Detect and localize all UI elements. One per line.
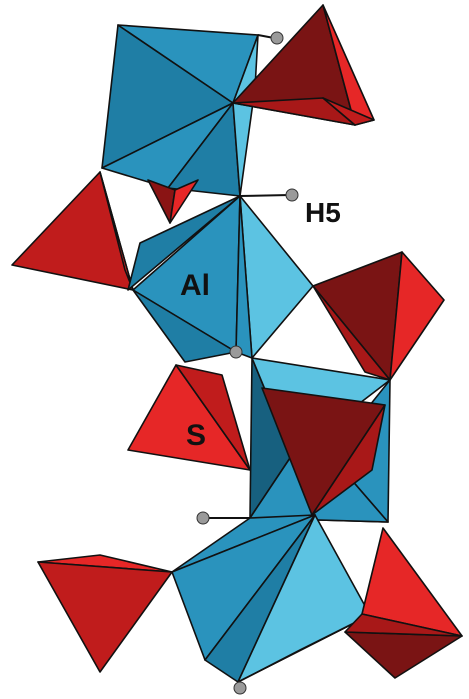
oct-al-lower-left [132,289,237,363]
tetrahedron-top-right [232,4,375,126]
hydrogen-atom-bottom [233,681,247,695]
hydrogen-atom-h5 [285,188,299,202]
oct-al-mid [235,195,253,359]
octahedron-bottom [171,514,371,683]
oct-bot-bottom [237,614,371,683]
tet-br-mid [344,613,463,637]
tetrahedron-s: S [127,364,251,471]
oct-al-upper-left [127,195,241,291]
tet-s-side [175,364,251,471]
octahedron-top [101,24,259,197]
tetrahedron-right-middle [312,251,445,381]
tetrahedron-bottom-left [37,554,173,673]
tet-br-lower [344,631,463,679]
tetrahedron-left-upper [11,171,134,291]
tetrahedron-overlay [261,387,386,516]
hydrogen-atom-lower [196,511,210,525]
tet-bl-face [37,561,173,673]
hydrogen-atoms: H5 [196,31,341,695]
tet-lu-side [99,171,134,291]
tet-rm-right [389,251,445,381]
tet-ov-side [311,404,386,516]
aluminium-label: Al [180,269,210,302]
hydrogen-atom-top [270,31,284,45]
hydrogen-h5-label: H5 [305,197,341,228]
tetrahedron-bottom-right [344,527,463,679]
hydrogen-atom-middle [229,345,243,359]
tet-rm-front [312,285,391,381]
tet-tr-right [322,97,375,126]
octahedron-al: Al [127,195,314,363]
tet-small-right [169,179,199,224]
sulfur-label: S [186,419,206,452]
tetrahedron-upper-small [147,179,199,224]
